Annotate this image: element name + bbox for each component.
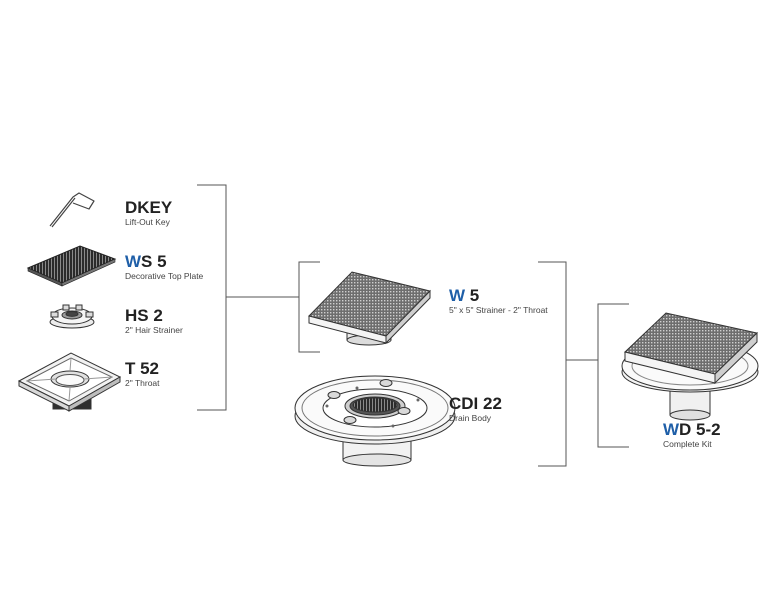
part-code-t52: T 52 — [125, 359, 160, 378]
part-desc-cdi22: Drain Body — [449, 413, 492, 423]
part-wd52: WD 5-2 Complete Kit — [663, 421, 721, 450]
part-code-w5: W 5 — [449, 287, 548, 305]
bracket-left-group — [197, 184, 227, 411]
bracket-middle-left — [298, 261, 320, 353]
part-code-wd52: WD 5-2 — [663, 421, 721, 439]
hair-strainer-illustration — [49, 304, 95, 329]
part-desc-dkey: Lift-Out Key — [125, 217, 170, 227]
lift-out-key-illustration — [49, 192, 95, 228]
part-dkey: DKEY Lift-Out Key — [125, 199, 172, 228]
part-t52: T 52 2" Throat — [125, 360, 160, 389]
drain-body-illustration — [294, 375, 456, 467]
part-hs2: HS 2 2" Hair Strainer — [125, 307, 183, 336]
part-desc-wd52: Complete Kit — [663, 439, 712, 449]
part-desc-w5: 5" x 5" Strainer - 2" Throat — [449, 305, 548, 315]
part-code-ws5-prefix: W — [125, 252, 142, 271]
part-cdi22: CDI 22 Drain Body — [449, 395, 502, 424]
connector-lines — [197, 184, 629, 467]
part-code-hs2: HS 2 — [125, 306, 163, 325]
complete-kit-illustration — [621, 312, 759, 421]
part-code-wd52-suffix: D 5-2 — [679, 420, 721, 439]
part-code-ws5: WS 5 — [125, 253, 203, 271]
part-desc-t52: 2" Throat — [125, 378, 160, 388]
part-code-cdi22: CDI 22 — [449, 394, 502, 413]
throat-illustration — [17, 352, 122, 412]
part-code-dkey: DKEY — [125, 198, 173, 217]
decorative-top-plate-illustration — [26, 245, 117, 287]
part-desc-ws5: Decorative Top Plate — [125, 271, 204, 281]
part-desc-hs2: 2" Hair Strainer — [125, 325, 183, 335]
part-code-w5-prefix: W — [449, 286, 466, 305]
part-code-ws5-suffix: S 5 — [141, 252, 167, 271]
bracket-middle-right — [538, 261, 567, 467]
part-code-w5-suffix: 5 — [465, 286, 480, 305]
strainer-w5-illustration — [308, 271, 431, 346]
bracket-right-kit — [597, 303, 629, 448]
part-code-wd52-prefix: W — [663, 420, 680, 439]
part-w5: W 5 5" x 5" Strainer - 2" Throat — [449, 287, 548, 316]
part-ws5: WS 5 Decorative Top Plate — [125, 253, 203, 282]
